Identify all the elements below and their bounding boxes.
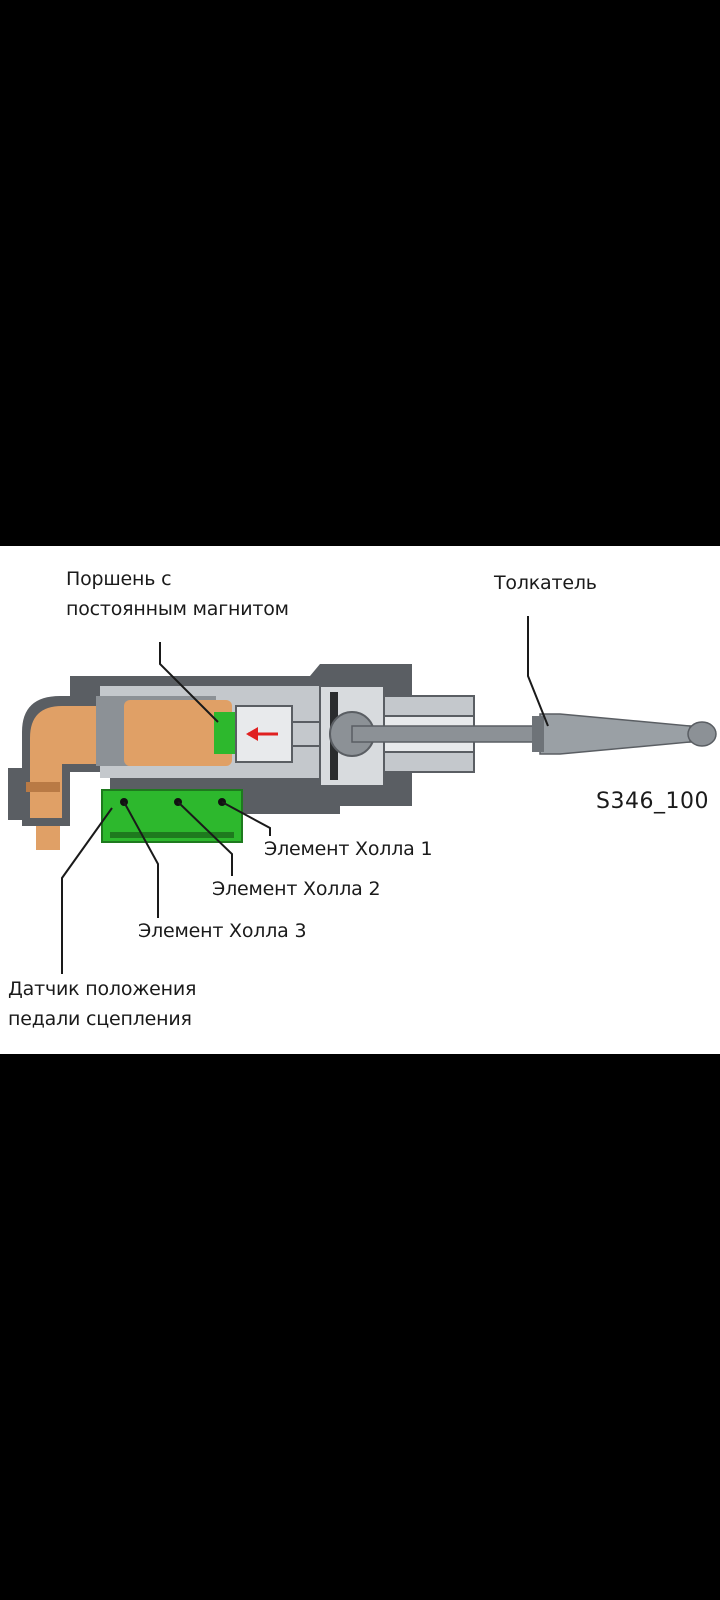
clutch-cylinder-diagram	[8, 616, 717, 974]
sensor-label-line1: Датчик положения	[8, 978, 197, 1000]
piston	[124, 700, 333, 766]
seal-gland	[319, 685, 475, 787]
hall-element-1-label: Элемент Холла 1	[264, 838, 433, 860]
figure-code-label: S346_100	[596, 789, 709, 814]
connector-plug	[8, 696, 100, 850]
hall-element-2-label: Элемент Холла 2	[212, 878, 381, 900]
sensor-board	[101, 789, 243, 843]
piston-label-line1: Поршень с	[66, 568, 172, 590]
pushrod	[329, 711, 717, 757]
hall-element-3-label: Элемент Холла 3	[138, 920, 307, 942]
pushrod-label: Толкатель	[494, 572, 597, 594]
leader-lines	[61, 616, 549, 974]
diagram-panel: Поршень с постоянным магнитом Толкатель …	[0, 546, 720, 1054]
sensor-label-line2: педали сцепления	[8, 1008, 192, 1030]
piston-label-line2: постоянным магнитом	[66, 598, 289, 620]
